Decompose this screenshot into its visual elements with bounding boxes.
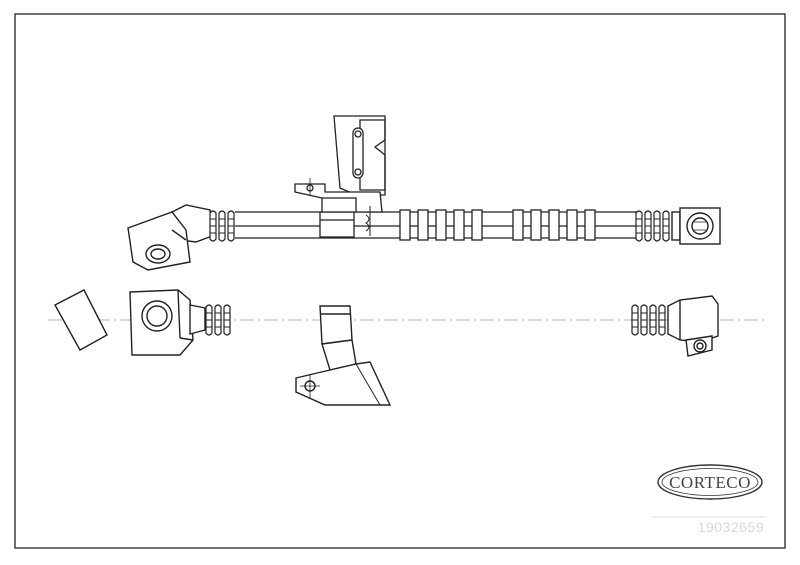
drawing-frame: [14, 13, 786, 549]
loose-plate: [54, 289, 108, 351]
protective-sleeve-1: [399, 209, 483, 241]
left-elbow-fitting: [127, 204, 213, 271]
left-detail-fitting: [129, 289, 206, 356]
brand-name: CORTECO: [669, 473, 751, 492]
protective-sleeve-2: [512, 209, 596, 241]
hose-bracket: [294, 115, 386, 238]
hose-assembly: [127, 115, 721, 271]
part-number: 19032659: [698, 519, 764, 535]
right-crimp-group: [635, 210, 670, 242]
corteco-logo: CORTECO: [657, 464, 763, 500]
left-detail-crimps: [205, 304, 231, 336]
left-crimp-group: [209, 210, 235, 242]
bracket-detail: [295, 305, 392, 406]
right-end-fitting: [671, 207, 721, 245]
right-detail-elbow: [667, 295, 719, 357]
